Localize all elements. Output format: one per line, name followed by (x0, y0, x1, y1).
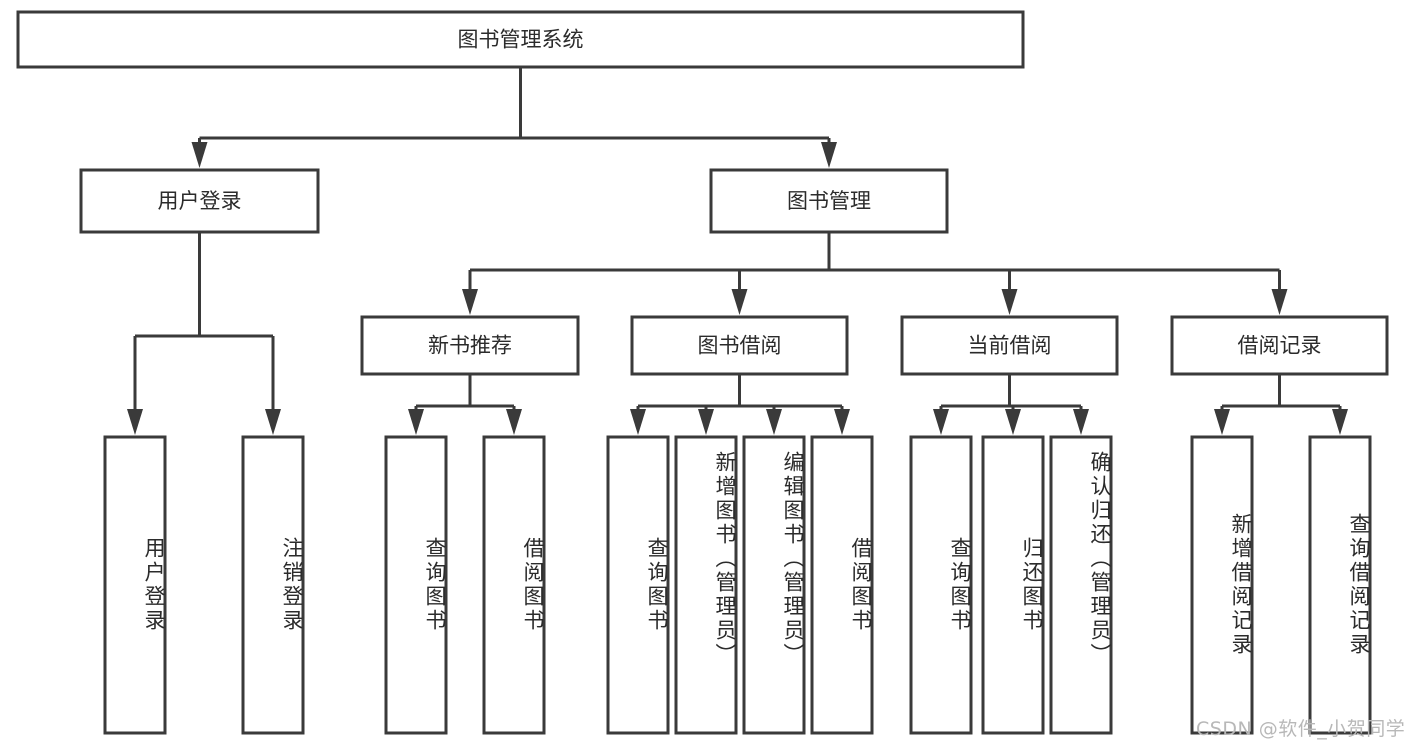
watermark-text: CSDN @软件_小贺同学 (1196, 718, 1405, 740)
node-leaf-query-record[interactable] (1308, 435, 1372, 735)
node-label-borrow-record: 借阅记录 (1238, 334, 1322, 358)
connector-layer (127, 67, 1348, 435)
node-box-leaf-borrow-book-1[interactable] (482, 435, 546, 735)
node-label-user-login: 用户登录 (158, 189, 242, 213)
node-book-borrow[interactable] (630, 315, 849, 376)
node-leaf-return-book[interactable] (981, 435, 1045, 735)
node-leaf-query-book-1[interactable] (384, 435, 448, 735)
node-box-leaf-return-book[interactable] (981, 435, 1045, 735)
node-box-borrow-record[interactable] (1170, 315, 1389, 376)
node-leaf-confirm-return[interactable] (1049, 435, 1113, 735)
node-label-current-borrow: 当前借阅 (968, 334, 1052, 358)
node-label-new-book-rec: 新书推荐 (428, 334, 512, 358)
node-box-new-book-rec[interactable] (360, 315, 580, 376)
node-user-login[interactable] (79, 168, 320, 234)
node-box-leaf-query-book-1[interactable] (384, 435, 448, 735)
node-box-book-borrow[interactable] (630, 315, 849, 376)
node-box-leaf-edit-book[interactable] (742, 435, 806, 735)
node-box-leaf-add-record[interactable] (1190, 435, 1254, 735)
node-book-manage[interactable] (709, 168, 949, 234)
node-leaf-user-logout[interactable] (241, 435, 305, 735)
node-label-book-borrow: 图书借阅 (698, 334, 782, 358)
node-leaf-edit-book[interactable] (742, 435, 806, 735)
node-leaf-add-book[interactable] (674, 435, 738, 735)
node-leaf-query-book-2[interactable] (606, 435, 670, 735)
node-box-leaf-user-logout[interactable] (241, 435, 305, 735)
node-box-layer (16, 10, 1389, 735)
node-box-leaf-query-record[interactable] (1308, 435, 1372, 735)
node-leaf-query-book-3[interactable] (909, 435, 973, 735)
node-leaf-borrow-book-2[interactable] (810, 435, 874, 735)
node-box-user-login[interactable] (79, 168, 320, 234)
node-box-current-borrow[interactable] (900, 315, 1119, 376)
node-box-leaf-user-login[interactable] (103, 435, 167, 735)
node-box-root[interactable] (16, 10, 1025, 69)
node-box-book-manage[interactable] (709, 168, 949, 234)
node-new-book-rec[interactable] (360, 315, 580, 376)
node-leaf-borrow-book-1[interactable] (482, 435, 546, 735)
node-box-leaf-query-book-3[interactable] (909, 435, 973, 735)
node-box-leaf-confirm-return[interactable] (1049, 435, 1113, 735)
node-box-leaf-borrow-book-2[interactable] (810, 435, 874, 735)
node-box-leaf-query-book-2[interactable] (606, 435, 670, 735)
node-current-borrow[interactable] (900, 315, 1119, 376)
node-root[interactable] (16, 10, 1025, 69)
node-label-root: 图书管理系统 (458, 28, 584, 52)
node-leaf-add-record[interactable] (1190, 435, 1254, 735)
node-leaf-user-login[interactable] (103, 435, 167, 735)
node-box-leaf-add-book[interactable] (674, 435, 738, 735)
node-label-book-manage: 图书管理 (787, 189, 871, 213)
node-borrow-record[interactable] (1170, 315, 1389, 376)
